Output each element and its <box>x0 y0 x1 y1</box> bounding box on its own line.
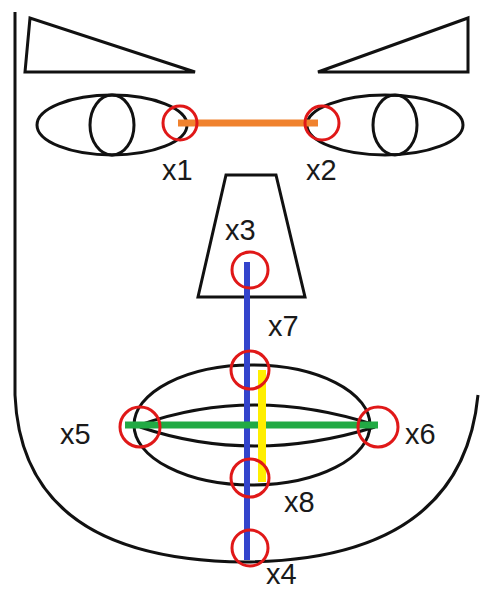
landmark-label: x2 <box>306 156 337 185</box>
face-outline <box>15 12 478 562</box>
landmark-circle <box>305 106 339 140</box>
mouth-width-line <box>125 422 378 429</box>
landmark-circle <box>163 106 197 140</box>
landmark-label: x4 <box>266 560 297 589</box>
lower-lip-line <box>140 427 375 446</box>
landmark-label: x6 <box>405 420 436 449</box>
right-iris <box>373 95 417 155</box>
landmark-circle <box>358 407 398 447</box>
landmark-label: x1 <box>162 156 193 185</box>
landmark-label: x5 <box>60 420 91 449</box>
landmark-label: x3 <box>225 216 256 245</box>
eye-distance-line <box>178 120 318 127</box>
nose <box>198 175 305 297</box>
landmark-circle <box>231 351 269 389</box>
landmark-circle <box>120 407 160 447</box>
landmark-label: x7 <box>268 312 299 341</box>
landmark-label: x8 <box>284 488 315 517</box>
landmark-circle <box>231 459 269 497</box>
landmark-circle <box>232 530 268 566</box>
vertical-line <box>244 262 250 560</box>
left-iris <box>90 95 134 155</box>
right-eye <box>307 95 463 155</box>
landmark-circle <box>232 252 268 288</box>
left-eyebrow <box>25 18 195 72</box>
right-eyebrow <box>318 18 468 72</box>
